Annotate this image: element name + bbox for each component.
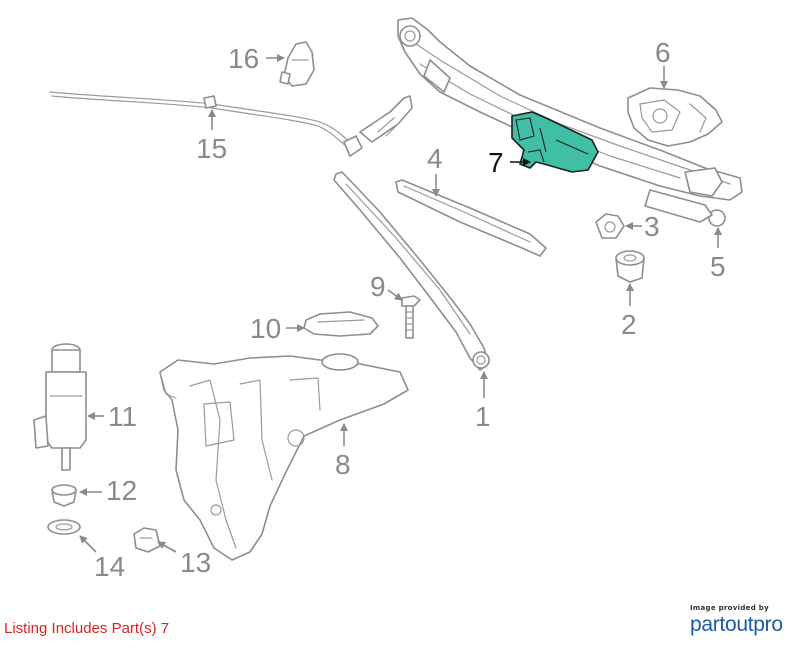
callout-11-number: 11 [108, 401, 137, 432]
part-2-bushing [615, 250, 645, 283]
callout-6-number: 6 [655, 37, 671, 68]
callout-2-number: 2 [621, 309, 637, 340]
callout-3: 3 [625, 211, 660, 242]
listing-note: Listing Includes Part(s) 7 [4, 620, 170, 637]
image-credit: Image provided by partoutpro [690, 604, 794, 637]
part-11-washer-pump [33, 343, 87, 471]
callout-15-number: 15 [196, 133, 227, 164]
callout-9: 9 [370, 271, 403, 302]
callout-2: 2 [621, 283, 637, 340]
callout-4-number: 4 [427, 143, 443, 174]
credit-caption: Image provided by [690, 604, 769, 612]
callout-8: 8 [335, 423, 351, 480]
callout-5-number: 5 [710, 251, 726, 282]
callout-16-number: 16 [228, 43, 259, 74]
callout-6: 6 [655, 37, 671, 89]
part-16-washer-nozzle [279, 41, 315, 87]
callout-10: 10 [250, 313, 305, 344]
callout-5: 5 [710, 227, 726, 282]
part-14-seal [47, 519, 81, 535]
part-6-bracket [627, 87, 723, 147]
callout-4: 4 [427, 143, 443, 197]
callout-15: 15 [196, 109, 227, 164]
part-9-bolt [401, 295, 421, 339]
callout-8-number: 8 [335, 449, 351, 480]
callout-16: 16 [228, 43, 285, 74]
part-12-grommet [51, 484, 77, 507]
part-10-cap [303, 311, 379, 337]
part-1-wiper-arm [333, 171, 490, 371]
callout-1: 1 [475, 371, 491, 432]
callout-13-number: 13 [180, 547, 211, 578]
callout-7-number: 7 [488, 147, 504, 178]
callout-3-number: 3 [644, 211, 660, 242]
part-5-wiper-linkage [397, 17, 743, 227]
callout-12-number: 12 [106, 475, 137, 506]
callout-1-number: 1 [475, 401, 491, 432]
callout-11: 11 [87, 401, 137, 432]
part-4-wiper-blade [395, 179, 547, 257]
callout-14: 14 [79, 535, 125, 582]
callout-12: 12 [79, 475, 137, 506]
callout-9-number: 9 [370, 271, 386, 302]
callout-7: 7 [488, 147, 531, 178]
part-15-washer-hose [49, 91, 413, 157]
part-3-nut [595, 213, 625, 239]
brand-logo-text: partoutpro [690, 613, 783, 636]
callout-14-number: 14 [94, 551, 125, 582]
part-7-wiper-motor [511, 111, 599, 173]
part-8-reservoir [159, 353, 409, 561]
callout-13: 13 [157, 541, 211, 578]
part-13-clip [133, 527, 161, 553]
callout-10-number: 10 [250, 313, 281, 344]
